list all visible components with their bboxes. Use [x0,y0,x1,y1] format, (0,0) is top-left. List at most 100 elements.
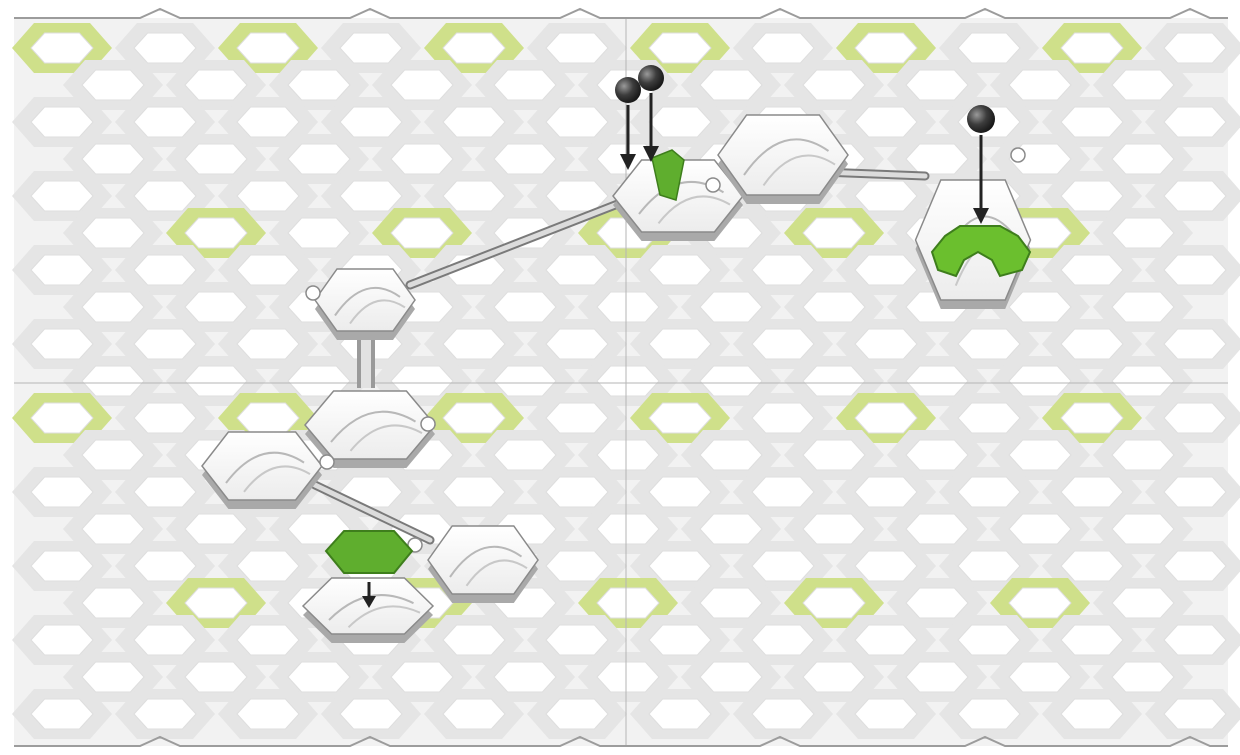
board-socket[interactable] [1009,440,1071,470]
board-socket[interactable] [443,329,505,359]
board-socket[interactable] [443,181,505,211]
board-socket[interactable] [1164,255,1226,285]
board-socket[interactable] [1009,662,1071,692]
board-socket[interactable] [803,514,865,544]
board-socket[interactable] [237,255,299,285]
board-socket[interactable] [237,107,299,137]
board-socket[interactable] [546,403,608,433]
board-socket[interactable] [391,70,453,100]
board-socket[interactable] [237,625,299,655]
board-socket[interactable] [82,144,144,174]
board-socket[interactable] [958,625,1020,655]
board-socket[interactable] [82,588,144,618]
board-socket[interactable] [803,70,865,100]
board-socket[interactable] [31,181,93,211]
board-socket[interactable] [752,403,814,433]
board-socket[interactable] [1009,70,1071,100]
board-socket[interactable] [597,292,659,322]
board-socket[interactable] [82,514,144,544]
board-socket[interactable] [700,662,762,692]
board-socket[interactable] [237,551,299,581]
board-socket[interactable] [546,699,608,729]
board-socket[interactable] [443,625,505,655]
board-socket[interactable] [288,70,350,100]
board-socket[interactable] [855,107,917,137]
board-socket[interactable] [185,662,247,692]
board-socket[interactable] [1112,70,1174,100]
board-socket[interactable] [1061,699,1123,729]
board-socket[interactable] [134,699,196,729]
board-socket[interactable] [31,551,93,581]
board-socket[interactable] [906,366,968,396]
board-socket[interactable] [700,588,762,618]
board-socket[interactable] [340,33,402,63]
board-socket[interactable] [752,33,814,63]
board-socket[interactable] [752,625,814,655]
board-socket[interactable] [597,662,659,692]
board-socket[interactable] [958,477,1020,507]
board-socket[interactable] [597,440,659,470]
board-socket[interactable] [752,477,814,507]
board-socket[interactable] [237,403,299,433]
board-socket[interactable] [443,403,505,433]
board-socket[interactable] [340,699,402,729]
board-socket[interactable] [855,477,917,507]
board-socket[interactable] [134,255,196,285]
board-socket[interactable] [855,699,917,729]
board-socket[interactable] [288,218,350,248]
board-socket[interactable] [649,625,711,655]
board-socket[interactable] [803,218,865,248]
board-socket[interactable] [134,403,196,433]
board-socket[interactable] [803,440,865,470]
board-socket[interactable] [82,366,144,396]
board-socket[interactable] [31,625,93,655]
board-socket[interactable] [82,70,144,100]
board-socket[interactable] [649,403,711,433]
board-socket[interactable] [700,440,762,470]
board-socket[interactable] [82,292,144,322]
board-socket[interactable] [494,70,556,100]
board-socket[interactable] [443,477,505,507]
board-socket[interactable] [752,329,814,359]
board-socket[interactable] [546,329,608,359]
board-socket[interactable] [958,699,1020,729]
board-socket[interactable] [700,366,762,396]
curve-tile-left-lower[interactable] [202,432,322,509]
board-socket[interactable] [803,366,865,396]
board-socket[interactable] [649,255,711,285]
board-socket[interactable] [443,33,505,63]
board-socket[interactable] [185,366,247,396]
board-socket[interactable] [546,33,608,63]
board-socket[interactable] [649,699,711,729]
board-socket[interactable] [1061,625,1123,655]
board-socket[interactable] [546,255,608,285]
board-socket[interactable] [1009,366,1071,396]
board-socket[interactable] [546,477,608,507]
board-socket[interactable] [597,588,659,618]
board-socket[interactable] [958,403,1020,433]
board-socket[interactable] [700,292,762,322]
board-socket[interactable] [700,70,762,100]
board-socket[interactable] [1112,514,1174,544]
board-socket[interactable] [134,181,196,211]
board-socket[interactable] [752,255,814,285]
board-socket[interactable] [82,440,144,470]
board-socket[interactable] [1164,551,1226,581]
board-socket[interactable] [855,625,917,655]
board-socket[interactable] [1061,329,1123,359]
board-socket[interactable] [1164,477,1226,507]
board-socket[interactable] [958,33,1020,63]
board-socket[interactable] [31,255,93,285]
board-socket[interactable] [803,662,865,692]
board-socket[interactable] [391,218,453,248]
board-socket[interactable] [185,144,247,174]
curve-tile-bottom[interactable] [428,526,538,603]
board-socket[interactable] [494,144,556,174]
board-socket[interactable] [185,292,247,322]
board-socket[interactable] [546,625,608,655]
board-socket[interactable] [906,514,968,544]
board-socket[interactable] [803,588,865,618]
board-socket[interactable] [443,699,505,729]
board-socket[interactable] [443,107,505,137]
board-socket[interactable] [391,662,453,692]
